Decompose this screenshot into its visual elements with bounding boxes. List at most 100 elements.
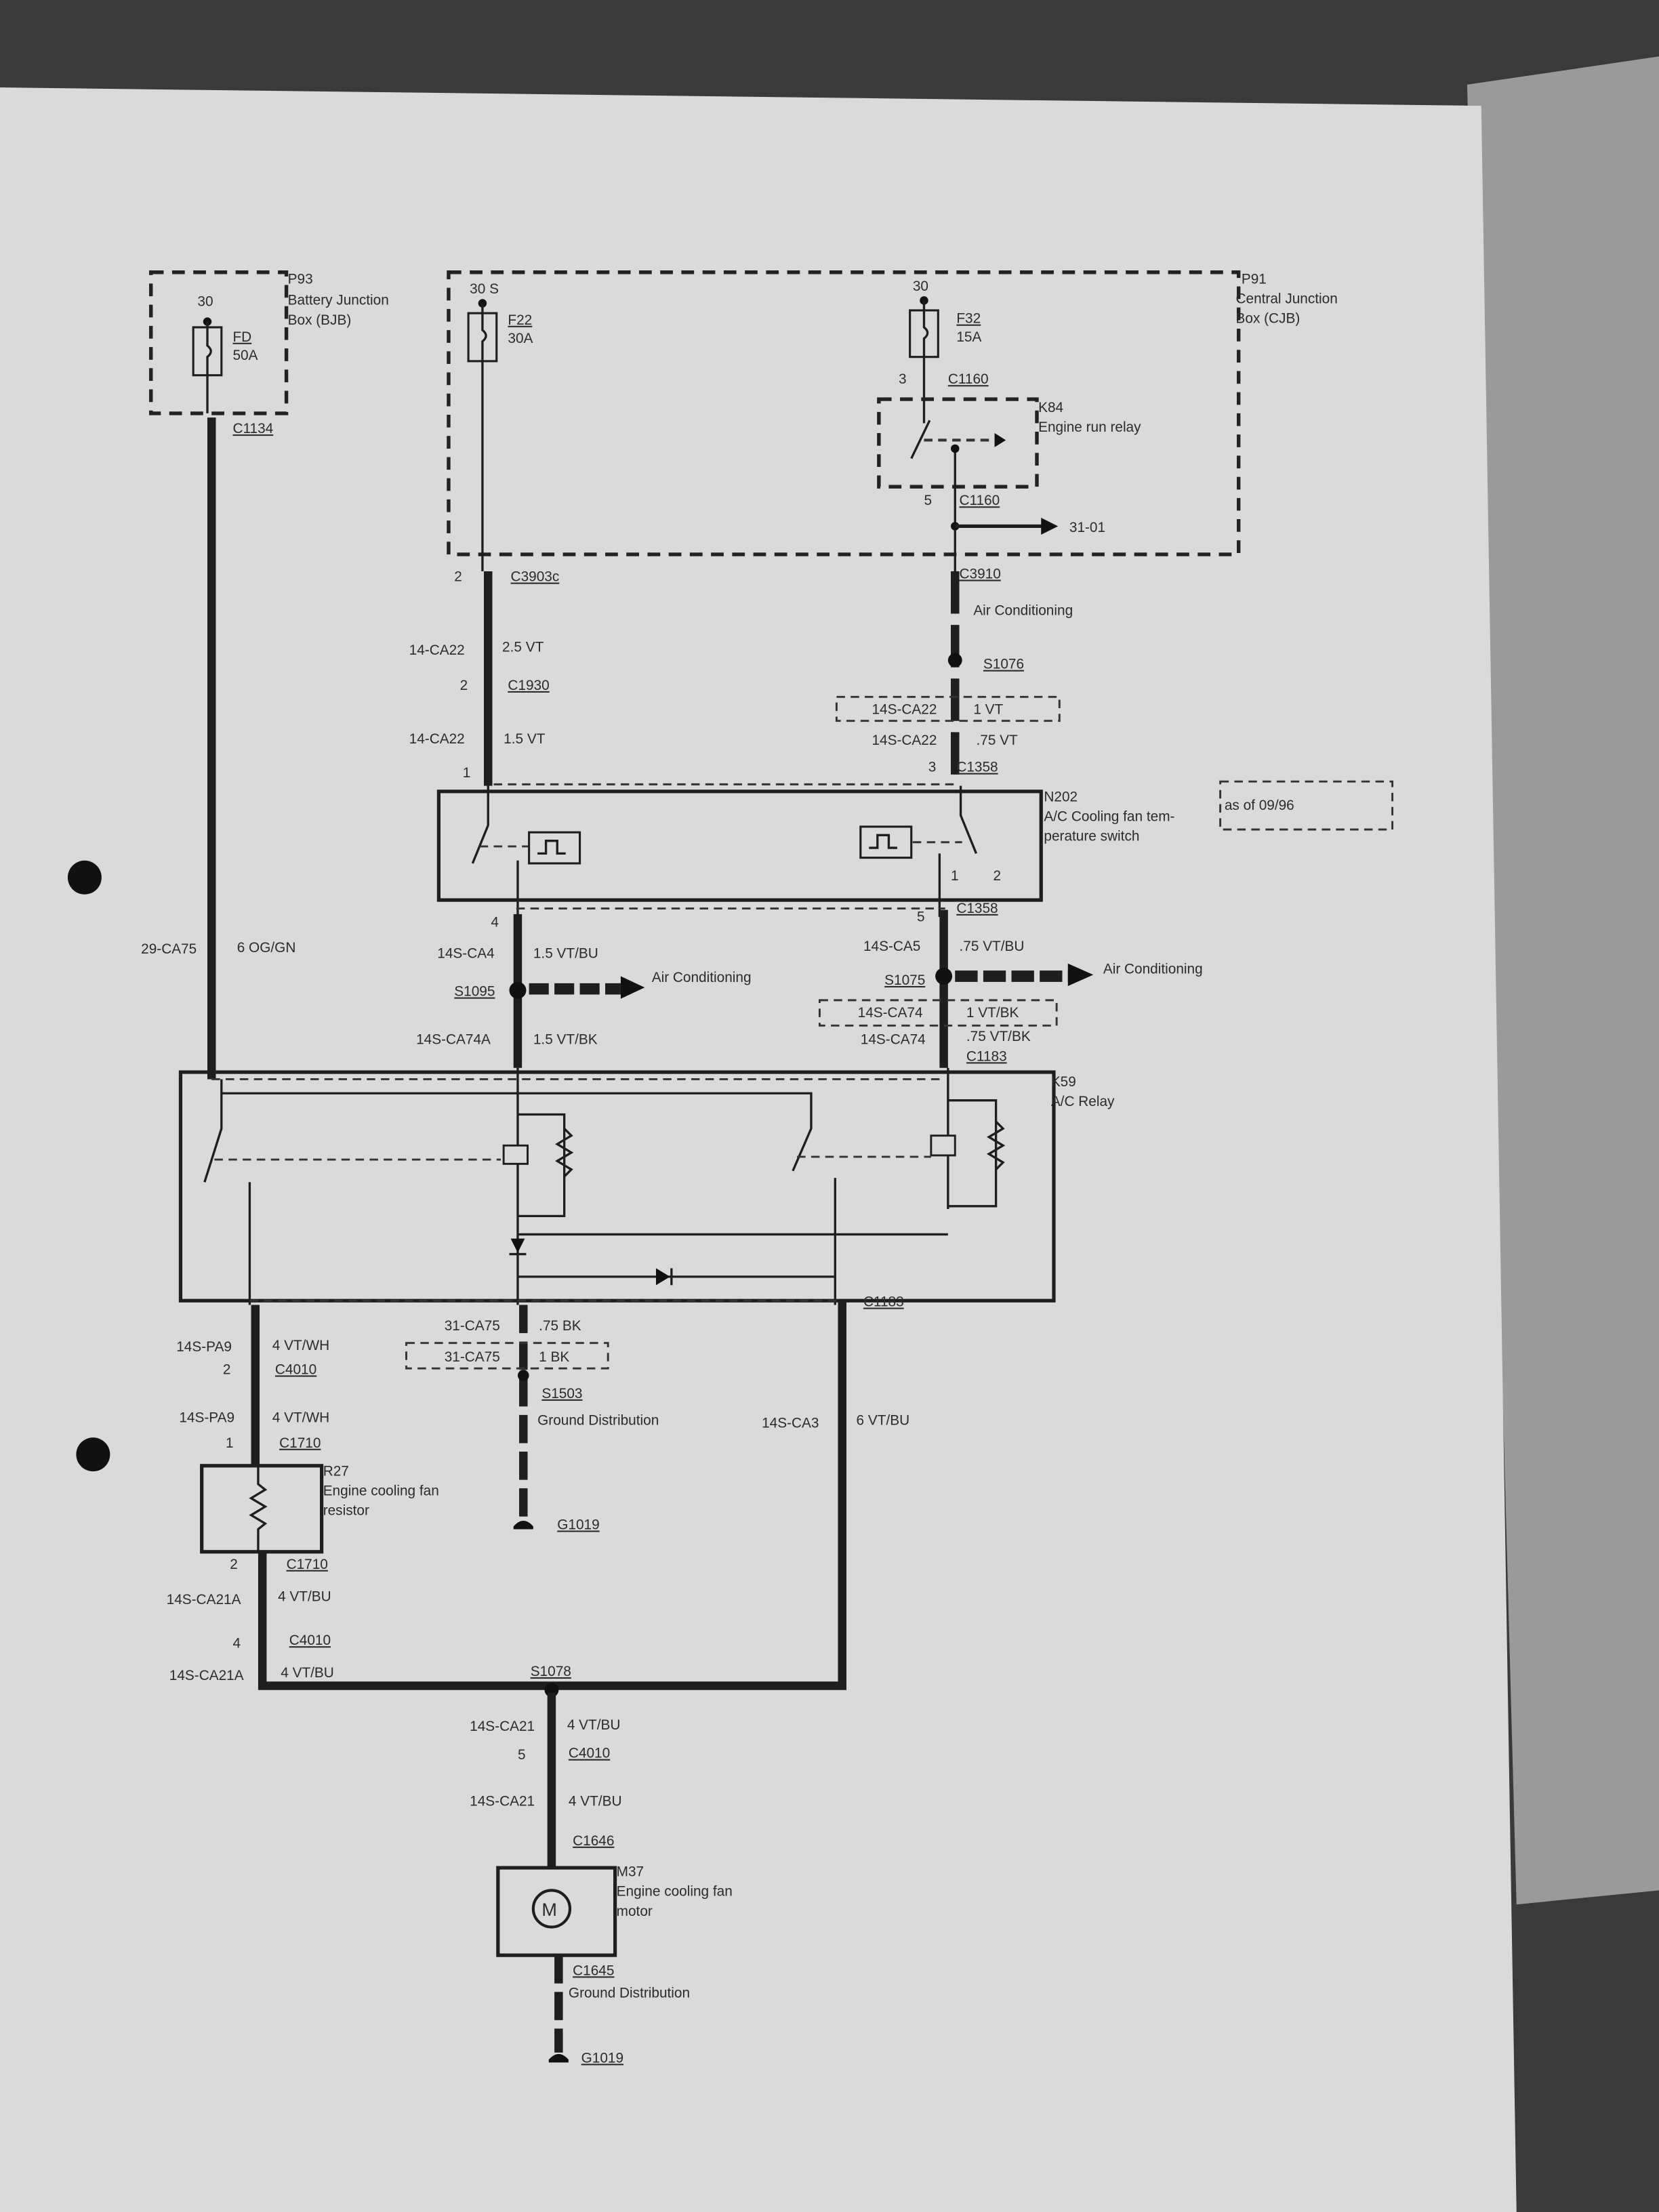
diagram-label: FD xyxy=(232,329,251,345)
diagram-label: C1160 xyxy=(960,493,1000,508)
punch-hole xyxy=(76,1437,110,1472)
diagram-label: C4010 xyxy=(289,1633,331,1648)
diagram-label: 4 VT/WH xyxy=(272,1410,329,1425)
diagram-label: S1075 xyxy=(884,972,925,988)
diagram-label: C1134 xyxy=(232,421,273,436)
diagram-label: 5 xyxy=(924,493,932,508)
diagram-label: 2 xyxy=(993,868,1001,884)
diagram-label: C3903c xyxy=(511,569,560,585)
diagram-label: 15A xyxy=(956,329,981,345)
diagram-label: 14S-CA4 xyxy=(437,945,494,961)
diagram-label: 14S-CA74 xyxy=(861,1031,926,1047)
diagram-label: 30 xyxy=(197,294,213,310)
diagram-label: perature switch xyxy=(1044,829,1139,844)
diagram-label: Ground Distribution xyxy=(537,1412,659,1428)
k59-ac-relay: K59 A/C Relay xyxy=(178,1067,1115,1305)
diagram-label: 14S-CA21 xyxy=(470,1719,535,1734)
diagram-label: 1.5 VT/BK xyxy=(533,1031,598,1047)
diagram-label: C1160 xyxy=(948,371,989,387)
diagram-label: 4 VT/WH xyxy=(272,1338,329,1353)
ground-g1019-icon xyxy=(513,1521,533,1530)
diagram-label: 31-CA75 xyxy=(445,1318,500,1334)
diagram-label: 4 VT/BU xyxy=(567,1717,621,1733)
diagram-label: 1.5 VT xyxy=(504,731,546,747)
diagram-label: P91 xyxy=(1242,271,1267,287)
diagram-label: C1710 xyxy=(287,1557,328,1572)
diagram-label: M xyxy=(541,1900,557,1920)
diagram-label: 14S-CA21 xyxy=(470,1793,535,1809)
diagram-label: Battery Junction xyxy=(288,293,389,308)
diagram-label: 30 S xyxy=(470,281,499,297)
diagram-label: 2 xyxy=(230,1557,238,1572)
diagram-label: 1 xyxy=(226,1435,234,1451)
revision-note: as of 09/96 xyxy=(1219,780,1394,831)
r27-resistor: R27 Engine cooling fan resistor xyxy=(200,1463,439,1554)
diagram-label: 1 BK xyxy=(539,1349,569,1365)
diagram-label: G1019 xyxy=(581,2050,623,2066)
diagram-label: Air Conditioning xyxy=(652,970,752,985)
diagram-label: 14S-CA22 xyxy=(872,733,937,748)
diagram-label: Air Conditioning xyxy=(973,603,1073,619)
diagram-label: F32 xyxy=(956,311,981,327)
diagram-label: C1183 xyxy=(966,1048,1007,1064)
diagram-label: C1183 xyxy=(863,1294,904,1310)
p93-battery-junction-box: 30 FD 50A P93 Battery Junction Box (BJB)… xyxy=(149,270,389,436)
diagram-label: 3 xyxy=(899,371,907,387)
diagram-label: 4 xyxy=(232,1635,241,1651)
diagram-label: 14S-CA21A xyxy=(167,1592,241,1607)
diagram-label: 14S-PA9 xyxy=(179,1410,234,1425)
diagram-label: Air Conditioning xyxy=(1103,961,1203,977)
diagram-label: 14S-CA74A xyxy=(416,1031,491,1047)
diagram-label: 1 xyxy=(951,868,959,884)
diagram-label: 31-CA75 xyxy=(445,1349,500,1365)
k84-engine-run-relay: K84 Engine run relay 31-01 xyxy=(877,397,1141,572)
diagram-label: 29-CA75 xyxy=(141,941,197,957)
fuse-f22: 30 S F22 30A 2 C3903c xyxy=(454,281,559,585)
diagram-label: 1 xyxy=(463,765,471,781)
diagram-label: 5 xyxy=(917,909,925,924)
diagram-label: 14S-CA21A xyxy=(169,1668,244,1683)
diagram-label: C1930 xyxy=(508,678,549,693)
diagram-label: 4 VT/BU xyxy=(278,1589,331,1605)
left-upper-labels: 14-CA22 2.5 VT 2 C1930 14-CA22 1.5 VT 1 xyxy=(409,640,550,781)
diagram-label: as of 09/96 xyxy=(1225,798,1294,813)
paper-sheet xyxy=(0,87,1517,2212)
diagram-label: G1019 xyxy=(557,1517,599,1532)
air-conditioning-arrow-left xyxy=(529,976,645,999)
diagram-label: Ground Distribution xyxy=(569,1986,690,2001)
diagram-label: K59 xyxy=(1051,1074,1076,1090)
diagram-label: C1710 xyxy=(279,1435,321,1451)
diagram-label: 2 xyxy=(223,1362,231,1378)
diagram-label: Central Junction xyxy=(1236,291,1338,307)
right-upper-labels: C3910 Air Conditioning S1076 14S-CA22 1 … xyxy=(835,566,1073,775)
diagram-label: A/C Cooling fan tem- xyxy=(1044,809,1174,825)
diagram-label: 5 xyxy=(518,1747,526,1763)
diagram-label: 30 xyxy=(913,279,928,294)
diagram-label: P93 xyxy=(288,271,313,287)
diagram-label: 4 xyxy=(491,915,499,930)
diagram-label: 3 xyxy=(928,760,937,775)
diagram-label: C1645 xyxy=(573,1963,614,1978)
diagram-label: C3910 xyxy=(960,566,1001,581)
punch-hole xyxy=(67,860,102,895)
splice-s1503 xyxy=(517,1370,529,1381)
diagram-label: 31-01 xyxy=(1069,520,1105,535)
diagram-label: 4 VT/BU xyxy=(281,1665,334,1681)
diagram-label: 1 VT/BK xyxy=(966,1005,1019,1021)
diagram-label: C1646 xyxy=(573,1833,614,1849)
air-conditioning-arrow-right xyxy=(955,963,1094,987)
diagram-label: S1076 xyxy=(983,657,1024,672)
diagram-label: R27 xyxy=(323,1463,349,1479)
fuse-f32: 30 F32 15A 3 C1160 5 C1160 xyxy=(899,279,1000,508)
n202-temperature-switch: 1 2 N202 A/C Cooling fan tem- perature s… xyxy=(436,785,1174,918)
diagram-label: 1 VT xyxy=(973,701,1003,717)
diagram-label: S1095 xyxy=(454,984,495,1000)
diagram-label: 2.5 VT xyxy=(502,640,544,655)
lower-labels: C1183 14S-PA9 4 VT/WH 2 C4010 14S-PA9 4 … xyxy=(167,1294,910,2066)
fabric-background xyxy=(1467,56,1659,1905)
splice-s1095 xyxy=(509,981,527,999)
diagram-label: F22 xyxy=(508,312,532,328)
diagram-label: .75 VT/BK xyxy=(966,1029,1031,1044)
